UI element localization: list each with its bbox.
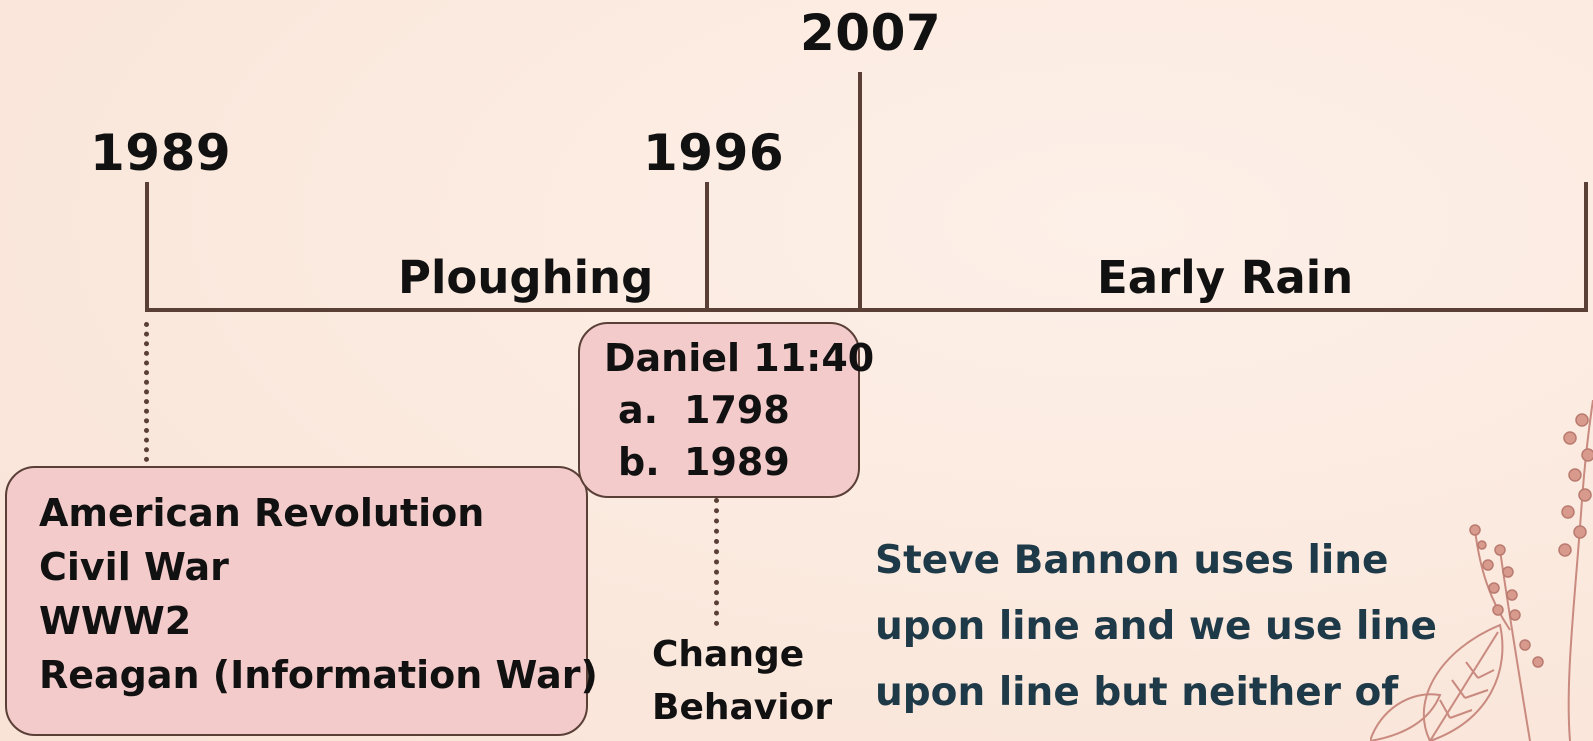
events-box: American Revolution Civil War WWW2 Reaga… [5,466,598,736]
note-line: Change [652,634,805,675]
quote-line: upon line and we use line [875,604,1437,649]
change-behavior-note: Change Behavior [652,628,832,734]
event-item: Civil War [39,545,229,589]
tick-2007 [858,72,862,312]
event-item: WWW2 [39,599,192,643]
daniel-title: Daniel 11:40 [604,336,875,380]
dotted-connector-1989 [144,322,149,462]
era-label-early-rain: Early Rain [1097,251,1354,304]
daniel-box: Daniel 11:40 a. 1798 b. 1989 [578,322,875,498]
dotted-connector-daniel [714,498,719,626]
quote-line: upon line but neither of [875,670,1399,715]
list-marker: b. [618,440,660,484]
year-label-1996: 1996 [643,124,785,182]
year-label-2007: 2007 [800,4,942,62]
timeline-axis [145,308,1588,312]
list-year: 1798 [684,388,790,432]
list-year: 1989 [684,440,790,484]
tick-1989 [145,182,149,312]
quote-line: Steve Bannon uses line [875,538,1389,583]
era-label-ploughing: Ploughing [398,251,654,304]
list-marker: a. [618,388,659,432]
botanical-decoration-icon [1370,400,1593,741]
event-item: American Revolution [39,491,485,535]
daniel-item-a: a. 1798 [604,384,858,436]
event-item: Reagan (Information War) [39,653,598,697]
year-label-1989: 1989 [90,124,232,182]
note-line: Behavior [652,687,833,728]
daniel-item-b: b. 1989 [604,436,858,488]
quote-text: Steve Bannon uses line upon line and we … [875,528,1437,726]
tick-end [1584,182,1588,312]
tick-1996 [705,182,709,312]
